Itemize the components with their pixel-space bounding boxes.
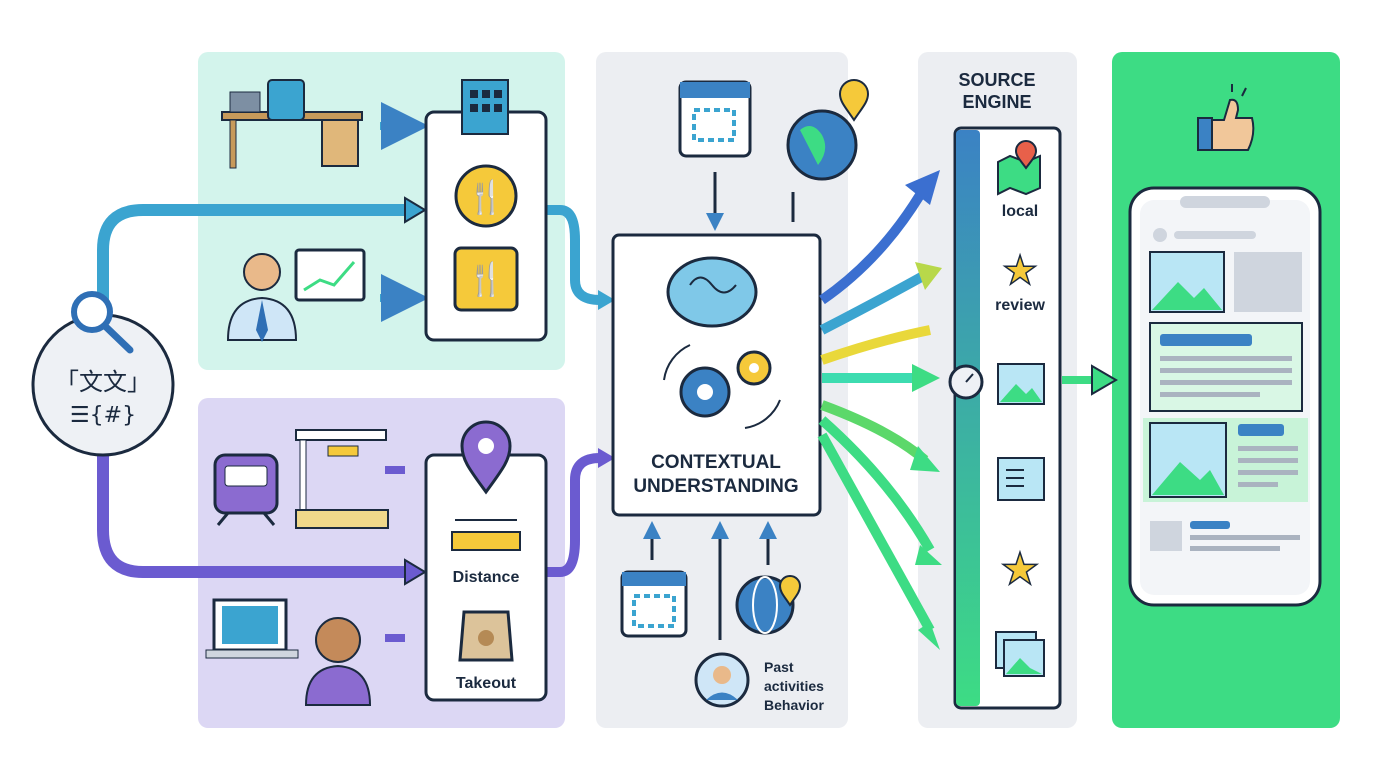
thumbs-up-icon <box>1197 84 1255 151</box>
office-worker-icon <box>226 248 366 342</box>
source-item-images[interactable] <box>997 363 1045 405</box>
brain-icon <box>666 256 758 328</box>
history-label-line3: Behavior <box>764 697 824 713</box>
takeout-label: Takeout <box>456 675 517 692</box>
query-symbols: ☰{#} <box>70 403 136 428</box>
svg-text:🍴: 🍴 <box>466 261 506 298</box>
context-title-line2: UNDERSTANDING <box>633 476 798 497</box>
card-to-context-top <box>546 205 601 305</box>
support-agent-icon <box>304 617 372 706</box>
source-item-review[interactable]: ★ review <box>995 248 1045 314</box>
office-building-icon <box>461 79 509 135</box>
gears-icon <box>663 344 781 429</box>
query-node[interactable]: 「文文」 ☰{#} <box>31 291 175 457</box>
location-pin-icon <box>460 420 512 495</box>
routing-arrows <box>817 170 942 650</box>
star-icon: ★ <box>1000 545 1039 594</box>
takeout-bag-icon <box>458 610 514 662</box>
source-engine-title-line2: ENGINE <box>962 92 1031 112</box>
train-station-icon <box>295 429 389 529</box>
source-label-local: local <box>1002 203 1038 220</box>
calendar-icon <box>620 570 688 638</box>
ruler-icon <box>451 519 521 551</box>
phone-results-mockup[interactable] <box>1128 186 1322 607</box>
star-icon: ★ <box>1002 249 1038 293</box>
distance-label: Distance <box>453 569 520 586</box>
svg-text:🍴: 🍴 <box>466 179 506 216</box>
desk-icon <box>221 79 363 169</box>
query-flow-top <box>97 204 405 315</box>
map-icon <box>997 154 1041 196</box>
globe-location-icon <box>735 575 802 635</box>
context-title-line1: CONTEXTUAL <box>651 452 781 473</box>
source-label-review: review <box>995 297 1045 314</box>
source-item-documents[interactable] <box>997 457 1045 501</box>
history-label-line2: activities <box>764 678 824 694</box>
globe-location-icon <box>786 79 870 181</box>
history-label-line1: Past <box>764 659 794 675</box>
source-list <box>953 126 1062 710</box>
fork-knife-icon: 🍴 <box>453 246 519 312</box>
source-item-ratings[interactable]: ★ <box>1000 544 1041 595</box>
calendar-icon <box>678 80 752 158</box>
fork-knife-icon: 🍴 <box>454 164 518 228</box>
train-icon <box>213 453 279 526</box>
query-flow-bottom <box>97 455 405 578</box>
video-call-icon <box>205 598 299 659</box>
source-engine-title-line1: SOURCE <box>958 70 1035 90</box>
magnifier-icon <box>71 291 113 333</box>
card-to-context-bottom <box>546 453 601 577</box>
user-history-icon <box>694 652 750 708</box>
source-selector-track[interactable] <box>956 130 980 706</box>
source-item-gallery[interactable] <box>995 631 1045 677</box>
source-item-local[interactable]: local <box>997 140 1041 220</box>
query-text: 「文文」 <box>55 368 151 396</box>
